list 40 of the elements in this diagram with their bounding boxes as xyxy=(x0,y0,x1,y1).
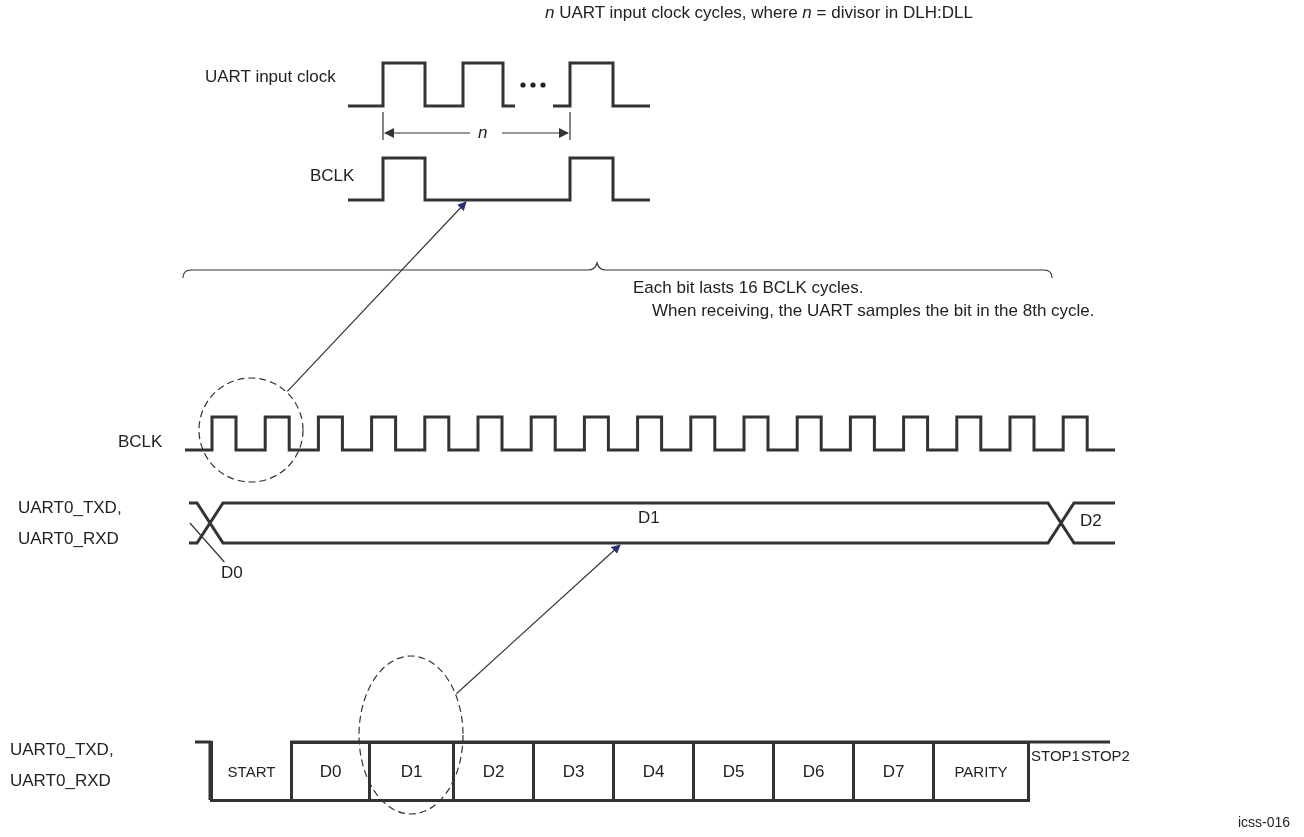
bit-label: D1 xyxy=(400,761,423,782)
text-label: D1 xyxy=(638,508,660,528)
text-label: BCLK xyxy=(310,166,355,186)
arrow xyxy=(455,544,621,695)
text-label: UART0_TXD, UART0_RXD xyxy=(18,497,123,550)
bit-label: D0 xyxy=(319,761,342,782)
bit-cell xyxy=(772,741,852,802)
text-label: STOP2 xyxy=(1081,746,1130,766)
bit-cell xyxy=(452,741,532,802)
bit-label: D6 xyxy=(802,761,825,782)
bit-label: D5 xyxy=(722,761,745,782)
text-label: icss-016 xyxy=(1238,813,1291,832)
text-label: n UART input clock cycles, where n = divisor in DLH:DLL xyxy=(545,3,973,23)
text-label: UART0_TXD, UART0_RXD xyxy=(10,739,115,792)
text-label: Each bit lasts 16 BCLK cycles. xyxy=(633,278,864,298)
text-label: D2 xyxy=(1080,511,1102,531)
bit-cell xyxy=(932,741,1030,802)
bit-label: D4 xyxy=(642,761,665,782)
bit-cell xyxy=(210,741,290,802)
bit-cell xyxy=(692,741,772,802)
bit-label: PARITY xyxy=(954,763,1008,780)
bit-cell xyxy=(290,741,368,802)
bit-label: START xyxy=(227,763,276,780)
dashed-circle xyxy=(198,377,304,483)
bit-cell xyxy=(612,741,692,802)
bit-label: D7 xyxy=(882,761,905,782)
text-label: D0 xyxy=(221,562,247,584)
bit-label: D2 xyxy=(482,761,505,782)
text-label: STOP1 xyxy=(1031,746,1080,766)
arrow xyxy=(286,201,467,392)
text-label: UART input clock xyxy=(205,67,336,87)
bit-cell xyxy=(532,741,612,802)
data-bus-waveform xyxy=(189,501,1117,545)
leader-line xyxy=(189,522,225,563)
text-label: BCLK xyxy=(118,432,163,452)
bit-cell xyxy=(852,741,932,802)
text-label: n xyxy=(478,123,488,143)
dashed-circle xyxy=(358,655,464,815)
bit-label: D3 xyxy=(562,761,585,782)
text-label: When receiving, the UART samples the bit in the 8th cycle. xyxy=(652,301,1095,321)
